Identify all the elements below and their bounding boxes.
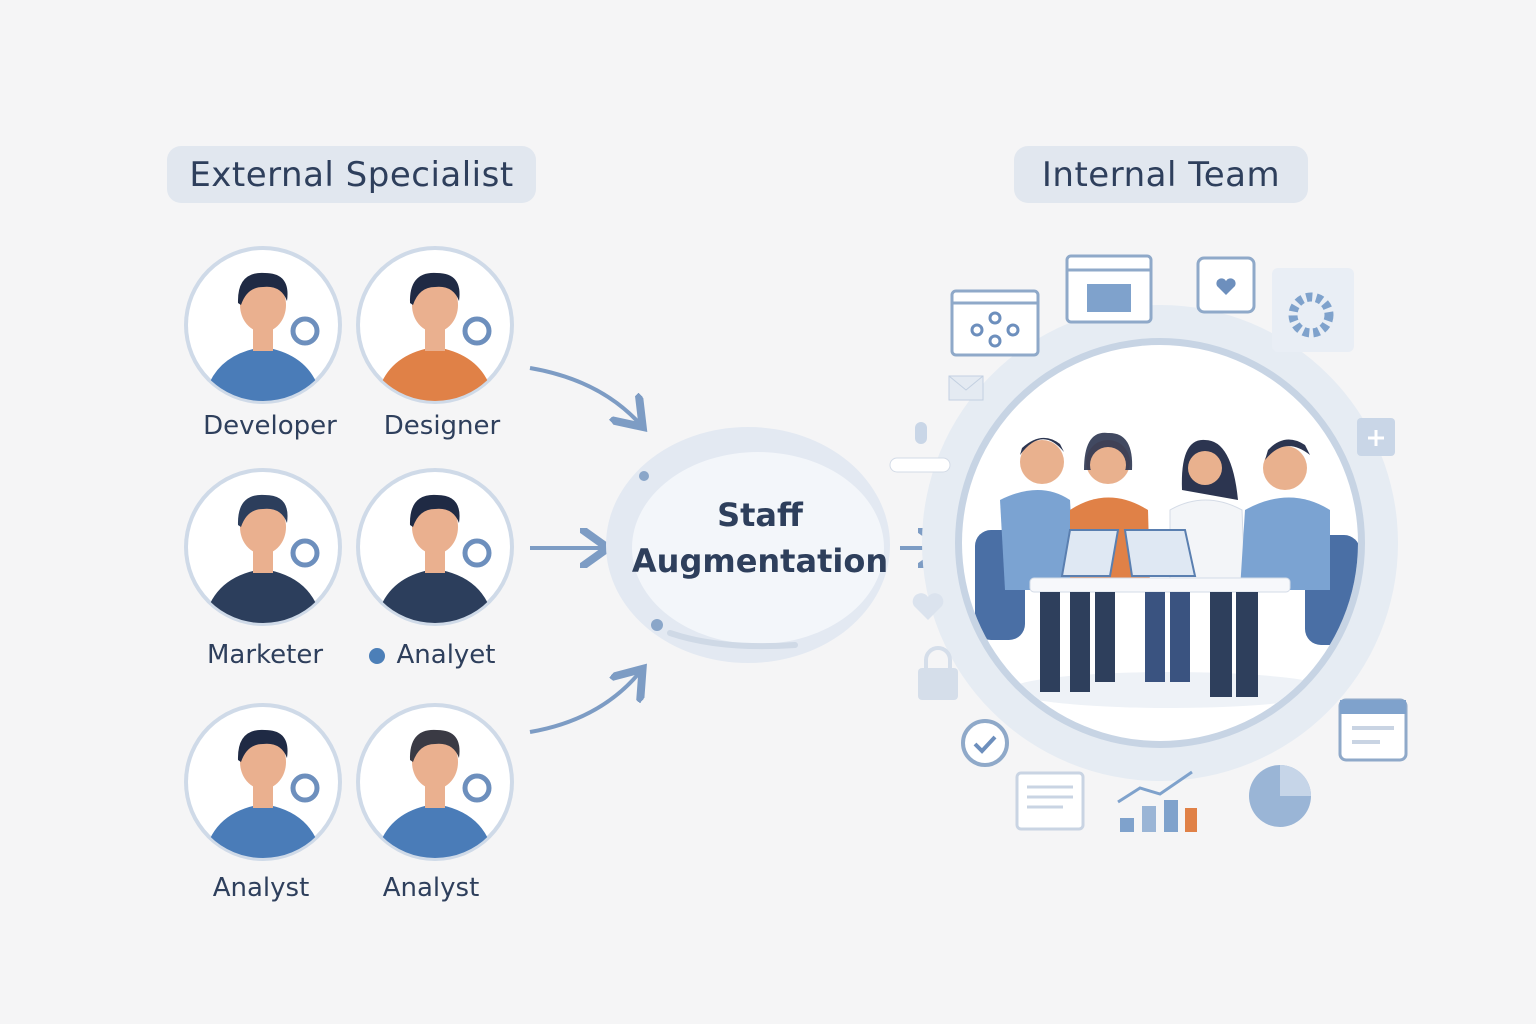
specialist-label: Analyst (171, 873, 351, 903)
growth-chart-icon (1117, 770, 1197, 832)
workflow-window-icon (950, 289, 1040, 357)
document-icon (1015, 771, 1085, 831)
pie-chart-icon (1249, 765, 1311, 827)
spreadsheet-window-icon (1065, 254, 1153, 324)
microphone-icon (889, 422, 951, 473)
heart-icon (912, 593, 944, 620)
team-member-1 (1000, 437, 1075, 590)
team-member-4 (1240, 439, 1330, 590)
specialist-label: Developer (180, 411, 360, 441)
specialist-avatar (356, 468, 514, 626)
calendar-icon (1338, 698, 1408, 762)
staff-augmentation-ring (606, 427, 890, 663)
calendar-heart-icon (1196, 256, 1256, 314)
specialist-label-text: Analyst (382, 873, 480, 903)
megaphone-icon (290, 773, 320, 803)
specialist-label: Marketer (175, 640, 355, 670)
specialist-avatar (184, 246, 342, 404)
internal-team-illustration (922, 305, 1398, 781)
megaphone-icon (462, 538, 492, 568)
specialist-avatar (184, 468, 342, 626)
external-specialist-header: External Specialist (167, 146, 536, 203)
arrow-top (529, 366, 640, 424)
staff-augmentation-label: Staff Augmentation (630, 492, 890, 584)
gear-search-icon (290, 316, 320, 346)
specialist-avatar (356, 703, 514, 861)
specialist-avatar (356, 246, 514, 404)
bullet-dot-icon (368, 647, 385, 664)
lock-icon (918, 646, 958, 700)
specialist-label: Analyst (341, 873, 521, 903)
center-line-1: Staff (717, 496, 803, 534)
bar-chart-icon (462, 773, 492, 803)
internal-team-header: Internal Team (1014, 146, 1308, 203)
specialist-label-text: Marketer (206, 640, 324, 670)
check-badge-icon (961, 719, 1009, 767)
megaphone-icon (290, 538, 320, 568)
specialist-label-text: Analyst (212, 873, 310, 903)
medical-calendar-icon (1357, 418, 1395, 456)
settings-gear-icon (1272, 268, 1354, 352)
specialist-label-text: Analyet (396, 640, 496, 670)
specialist-avatar (184, 703, 342, 861)
mail-icon (948, 375, 984, 401)
specialist-label-text: Designer (383, 411, 501, 441)
center-line-2: Augmentation (631, 542, 889, 580)
specialist-label: Designer (352, 411, 532, 441)
arrow-bottom (529, 672, 640, 734)
team-member-3 (1169, 439, 1246, 586)
specialist-label-text: Developer (203, 411, 337, 441)
design-tool-icon (462, 316, 492, 346)
specialist-label: Analyet (342, 640, 522, 670)
